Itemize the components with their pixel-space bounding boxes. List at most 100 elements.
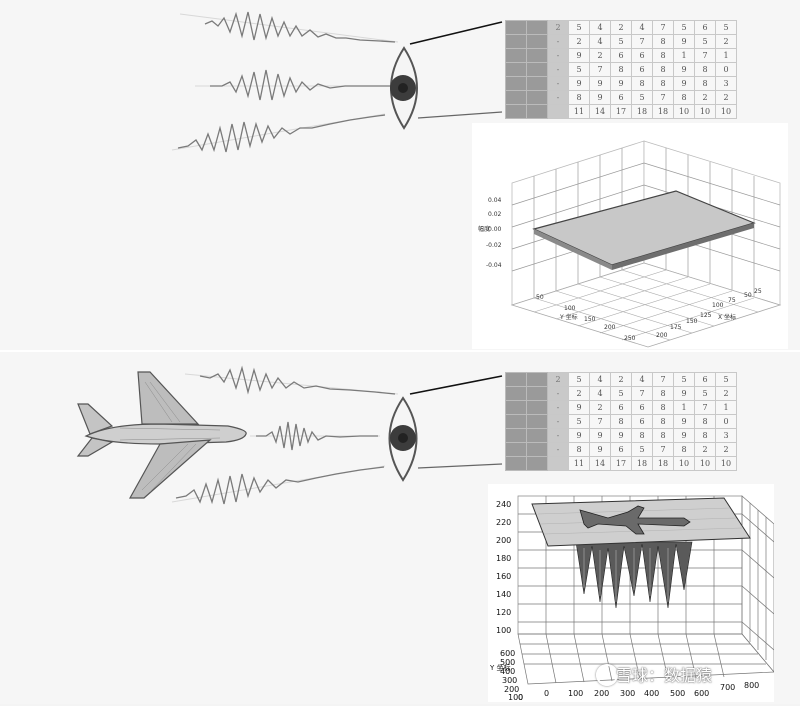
table-cell: 7 <box>652 20 674 35</box>
watermark: 雪球：数据猿 <box>616 666 713 685</box>
table-cell <box>526 442 548 457</box>
table-cell: 0 <box>715 62 737 77</box>
table-cell: - <box>547 386 569 401</box>
y-tick: 600 <box>500 649 515 658</box>
table-cell: 10 <box>673 456 695 471</box>
table-cell <box>526 428 548 443</box>
connector-line-top <box>409 21 503 45</box>
table-cell: 8 <box>610 62 632 77</box>
table-cell: 6 <box>694 20 716 35</box>
airplane-silhouette-icon <box>579 505 691 535</box>
table-cell: 8 <box>610 414 632 429</box>
table-cell: 7 <box>694 48 716 63</box>
table-cell: 6 <box>610 442 632 457</box>
table-cell <box>505 104 527 119</box>
table-cell: 5 <box>715 20 737 35</box>
wave-bottom-2 <box>250 421 380 451</box>
table-cell <box>526 48 548 63</box>
table-cell: 2 <box>610 372 632 387</box>
table-cell: 2 <box>715 90 737 105</box>
table-cell: 6 <box>631 62 653 77</box>
table-cell: 6 <box>694 372 716 387</box>
x-tick: 100 <box>568 689 583 698</box>
z-tick: 0.00 <box>488 226 502 233</box>
table-cell: 9 <box>589 76 611 91</box>
z-tick: 200 <box>496 536 511 545</box>
table-cell: 2 <box>715 386 737 401</box>
watermark-logo-icon <box>596 664 618 686</box>
wave-bottom-1 <box>184 365 399 395</box>
table-cell: 4 <box>631 20 653 35</box>
table-cell: 18 <box>631 104 653 119</box>
table-cell: 1 <box>673 48 695 63</box>
table-cell: - <box>547 76 569 91</box>
table-cell: 2 <box>547 20 569 35</box>
y-tick: 0 <box>518 693 523 702</box>
table-cell: 5 <box>568 414 590 429</box>
table-cell <box>505 76 527 91</box>
table-cell: 7 <box>631 386 653 401</box>
table-cell: 8 <box>652 386 674 401</box>
surface-plot-flat: 幅度 0.04 0.02 0.00 -0.02 -0.04 50 100 150… <box>472 123 788 349</box>
z-tick: 160 <box>496 572 511 581</box>
table-cell: 6 <box>610 48 632 63</box>
table-cell: 9 <box>568 428 590 443</box>
table-cell: 8 <box>652 76 674 91</box>
table-cell: 10 <box>673 104 695 119</box>
z-tick: 0.04 <box>488 197 502 204</box>
table-cell: 5 <box>568 20 590 35</box>
y-tick: 200 <box>604 324 616 331</box>
x-tick: 500 <box>670 689 685 698</box>
table-cell: 9 <box>673 428 695 443</box>
x-tick: 125 <box>700 312 712 319</box>
y-tick: 500 <box>500 658 515 667</box>
z-tick: 240 <box>496 500 511 509</box>
eye-icon <box>390 46 418 130</box>
table-cell: 8 <box>652 414 674 429</box>
table-cell: 17 <box>610 104 632 119</box>
x-tick: 600 <box>694 689 709 698</box>
table-cell: 7 <box>694 400 716 415</box>
table-cell: 5 <box>610 34 632 49</box>
y-tick: 100 <box>508 693 523 702</box>
table-cell <box>505 48 527 63</box>
table-cell: 7 <box>631 34 653 49</box>
table-cell: 11 <box>568 456 590 471</box>
wave-bottom-3 <box>171 465 386 505</box>
table-cell: 9 <box>673 76 695 91</box>
z-tick: 0.02 <box>488 211 502 218</box>
table-cell: 4 <box>631 372 653 387</box>
table-cell: 18 <box>652 456 674 471</box>
table-cell: 6 <box>610 400 632 415</box>
table-cell: 10 <box>715 104 737 119</box>
y-tick: 200 <box>504 685 519 694</box>
table-cell: 5 <box>568 372 590 387</box>
table-cell <box>526 20 548 35</box>
table-cell: 4 <box>589 34 611 49</box>
table-cell: 9 <box>673 386 695 401</box>
table-cell: 8 <box>652 400 674 415</box>
table-cell <box>505 62 527 77</box>
x-tick: 300 <box>620 689 635 698</box>
table-cell: 9 <box>673 34 695 49</box>
table-cell <box>505 90 527 105</box>
table-cell <box>526 456 548 471</box>
table-cell <box>505 386 527 401</box>
table-cell: 3 <box>715 76 737 91</box>
table-cell: 8 <box>673 442 695 457</box>
table-cell: 5 <box>694 386 716 401</box>
table-cell <box>526 34 548 49</box>
table-cell: 2 <box>589 400 611 415</box>
